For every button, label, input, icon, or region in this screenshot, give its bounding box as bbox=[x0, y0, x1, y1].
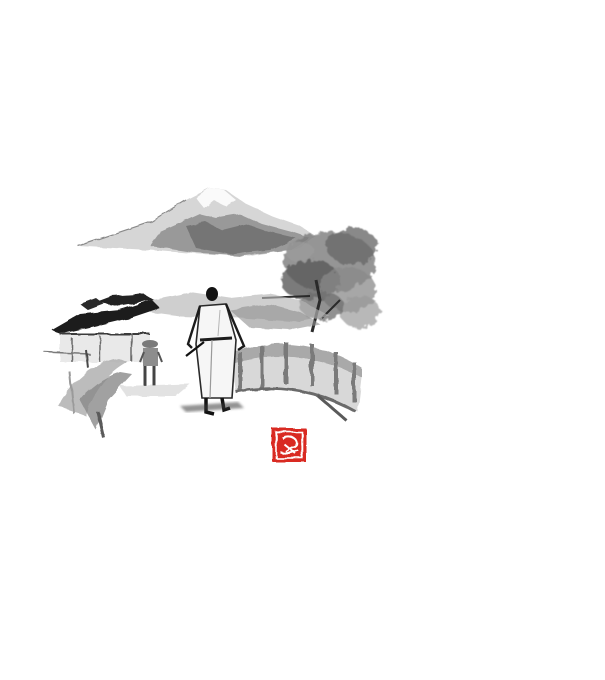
houses bbox=[43, 294, 160, 362]
mount-fuji bbox=[77, 188, 316, 256]
tree bbox=[280, 228, 380, 328]
left-bridge bbox=[58, 349, 132, 439]
samurai bbox=[180, 287, 246, 416]
traveler bbox=[139, 340, 163, 386]
seal-stamp-icon bbox=[272, 428, 306, 462]
hills bbox=[150, 292, 330, 330]
ground-wash bbox=[120, 384, 190, 396]
arched-bridge bbox=[232, 342, 362, 422]
